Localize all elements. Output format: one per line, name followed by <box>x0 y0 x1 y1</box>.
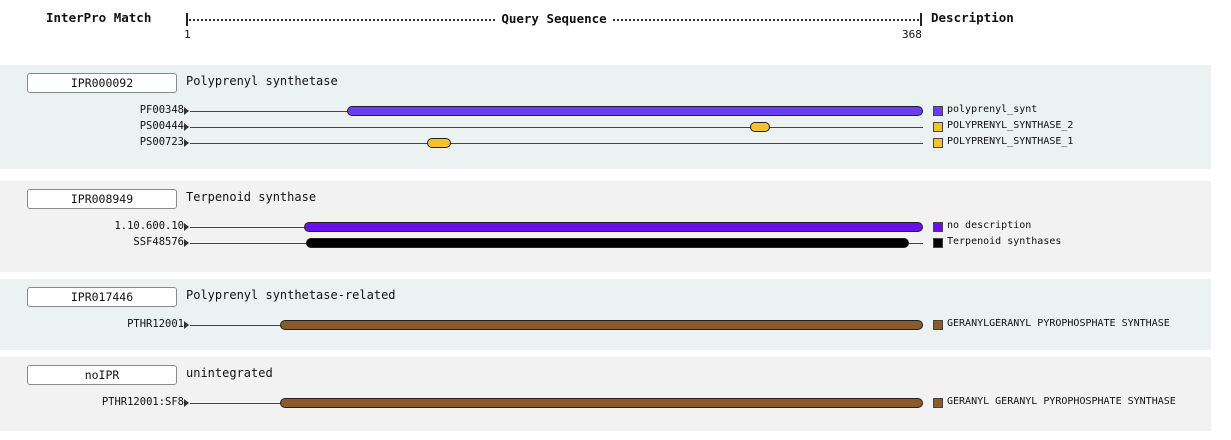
signature-description: no description <box>947 220 1032 231</box>
interpro-entry-link[interactable]: IPR017446 <box>27 287 177 307</box>
match-bar[interactable] <box>305 238 910 248</box>
signature-link[interactable]: PTHR12001:SF8 <box>101 396 184 408</box>
interpro-entry-name: Terpenoid synthase <box>186 190 317 204</box>
triangle-right-icon[interactable] <box>184 399 189 407</box>
color-swatch <box>933 238 943 248</box>
match-bar[interactable] <box>427 138 451 148</box>
match-bar[interactable] <box>279 398 923 408</box>
match-bar[interactable] <box>303 222 923 232</box>
signature-row: PS00723 POLYPRENYL_SYNTHASE_1 <box>0 136 1211 151</box>
axis-start-tick <box>186 13 188 26</box>
color-swatch <box>933 138 943 148</box>
match-group-ipr008949: IPR008949 Terpenoid synthase 1.10.600.10 no… <box>0 181 1211 272</box>
triangle-right-icon[interactable] <box>184 107 189 115</box>
signature-description: Terpenoid synthases <box>947 236 1062 247</box>
match-bar[interactable] <box>279 320 923 330</box>
query-sequence-label: Query Sequence <box>496 11 612 26</box>
axis-end-value: 368 <box>902 28 922 41</box>
interpro-entry-link[interactable]: IPR000092 <box>27 73 177 93</box>
match-bar[interactable] <box>347 106 923 116</box>
triangle-right-icon[interactable] <box>184 321 189 329</box>
signature-link[interactable]: PTHR12001 <box>127 318 184 330</box>
description-header: Description <box>931 10 1014 25</box>
signature-row: PTHR12001 GERANYLGERANYL PYROPHOSPHATE SY… <box>0 318 1211 333</box>
color-swatch <box>933 222 943 232</box>
interpro-match-header: InterPro Match <box>46 10 152 25</box>
signature-link[interactable]: PS00723 <box>139 136 184 148</box>
sequence-track-line <box>190 143 923 144</box>
triangle-right-icon[interactable] <box>184 123 189 131</box>
interpro-entry-name: Polyprenyl synthetase <box>186 74 338 88</box>
color-swatch <box>933 122 943 132</box>
query-sequence-axis: Query Sequence <box>186 11 922 27</box>
match-bar[interactable] <box>749 122 770 132</box>
signature-description: polyprenyl_synt <box>947 104 1038 115</box>
color-swatch <box>933 320 943 330</box>
signature-row: PTHR12001:SF8 GERANYL GERANYL PYROPHOSPHA… <box>0 396 1211 411</box>
interpro-entry-name: unintegrated <box>186 366 273 380</box>
signature-link[interactable]: SSF48576 <box>133 236 184 248</box>
color-swatch <box>933 106 943 116</box>
signature-description: POLYPRENYL_SYNTHASE_2 <box>947 120 1074 131</box>
triangle-right-icon[interactable] <box>184 139 189 147</box>
signature-description: POLYPRENYL_SYNTHASE_1 <box>947 136 1074 147</box>
signature-link[interactable]: PS00444 <box>139 120 184 132</box>
signature-link[interactable]: PF00348 <box>139 104 184 116</box>
axis-start-value: 1 <box>184 28 191 41</box>
triangle-right-icon[interactable] <box>184 239 189 247</box>
signature-row: SSF48576 Terpenoid synthases <box>0 236 1211 251</box>
sequence-track-line <box>190 127 923 128</box>
signature-row: 1.10.600.10 no description <box>0 220 1211 235</box>
signature-description: GERANYLGERANYL PYROPHOSPHATE SYNTHASE <box>947 318 1170 329</box>
interpro-entry-link[interactable]: noIPR <box>27 365 177 385</box>
signature-row: PF00348 polyprenyl_synt <box>0 104 1211 119</box>
signature-row: PS00444 POLYPRENYL_SYNTHASE_2 <box>0 120 1211 135</box>
header: InterPro Match Query Sequence 1 368 Desc… <box>0 0 1231 60</box>
interpro-entry-link[interactable]: IPR008949 <box>27 189 177 209</box>
color-swatch <box>933 398 943 408</box>
signature-description: GERANYL GERANYL PYROPHOSPHATE SYNTHASE <box>947 396 1176 407</box>
interpro-entry-name: Polyprenyl synthetase-related <box>186 288 396 302</box>
signature-link[interactable]: 1.10.600.10 <box>114 220 184 232</box>
axis-end-tick <box>920 13 922 26</box>
triangle-right-icon[interactable] <box>184 223 189 231</box>
